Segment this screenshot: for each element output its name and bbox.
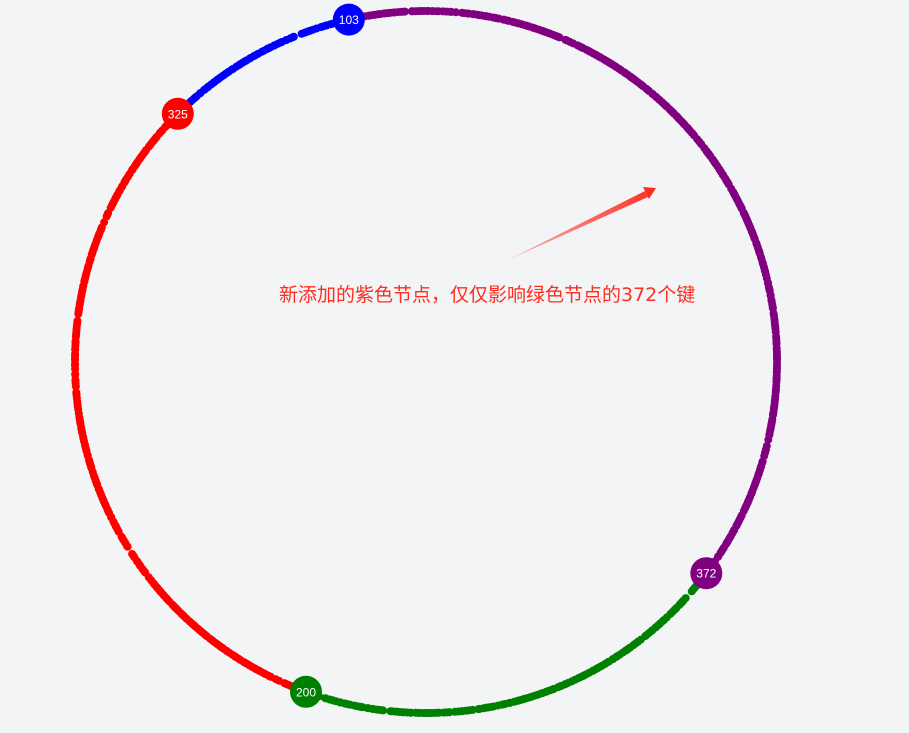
server-node-372[interactable]: 372 (690, 557, 723, 590)
server-node-circle[interactable] (290, 675, 322, 708)
server-node-label: 103 (339, 13, 359, 27)
key-dot-200 (386, 707, 395, 716)
key-dot-325 (128, 550, 137, 558)
server-node-circle[interactable] (690, 557, 723, 590)
key-dot-372 (401, 7, 409, 16)
key-dot-325 (73, 316, 82, 325)
server-node-circle[interactable] (161, 97, 194, 130)
server-node-label: 200 (296, 685, 316, 699)
key-dot-372 (764, 435, 773, 444)
key-dot-103 (289, 32, 298, 41)
server-node-325[interactable]: 325 (161, 97, 194, 130)
server-nodes: 103 372 200 325 (161, 3, 723, 708)
server-node-label: 325 (168, 107, 188, 121)
key-dot-372 (555, 33, 564, 42)
key-dot-200 (687, 587, 696, 596)
key-dot-200 (321, 694, 330, 703)
key-dot-325 (72, 388, 81, 397)
server-node-label: 372 (696, 567, 716, 581)
server-node-103[interactable]: 103 (332, 3, 365, 36)
annotation-text: 新添加的紫色节点，仅仅影响绿色节点的372个键 (279, 284, 696, 306)
server-node-200[interactable]: 200 (290, 675, 322, 708)
annotation-arrow (508, 187, 656, 260)
server-node-circle[interactable] (332, 3, 365, 36)
arrow-shaft (508, 191, 648, 260)
key-dot-372 (451, 8, 460, 17)
arrow-head-icon (643, 187, 656, 199)
